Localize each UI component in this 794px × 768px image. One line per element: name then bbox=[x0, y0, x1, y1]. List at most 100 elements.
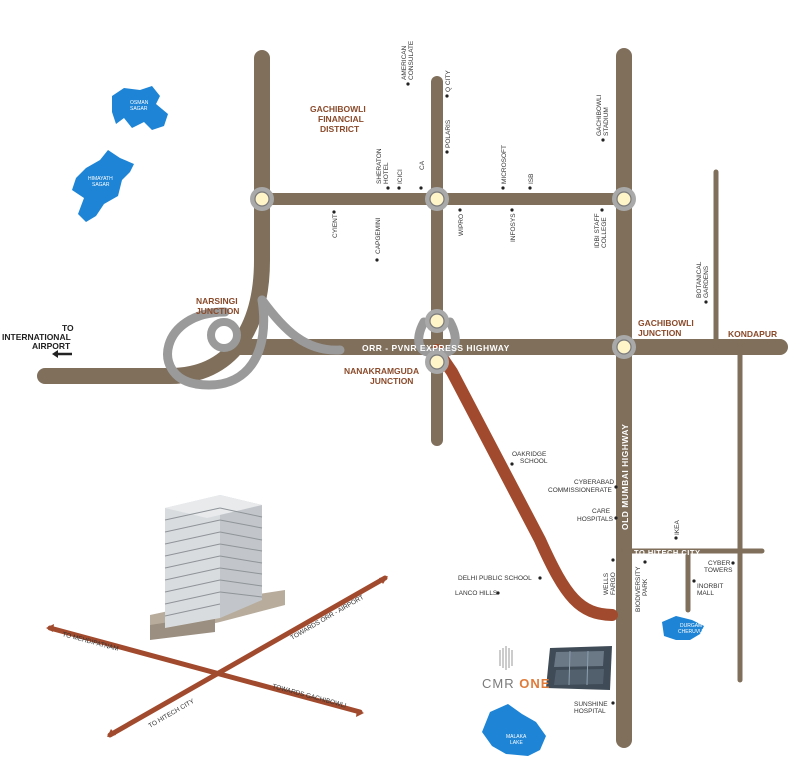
svg-text:TO: TO bbox=[62, 323, 74, 333]
svg-text:OSMAN: OSMAN bbox=[130, 100, 149, 106]
svg-text:IKEA: IKEA bbox=[674, 520, 681, 535]
svg-text:Q CITY: Q CITY bbox=[445, 70, 452, 92]
cmr-one-logo: CMR ONE bbox=[482, 646, 550, 691]
arrow-left-icon bbox=[52, 350, 58, 358]
svg-text:SAGAR: SAGAR bbox=[92, 182, 110, 188]
svg-text:MICROSOFT: MICROSOFT bbox=[501, 145, 508, 184]
junction-node-financial bbox=[425, 187, 449, 211]
cmr-one-site-photo bbox=[546, 646, 612, 690]
logo-mark-icon bbox=[499, 646, 513, 670]
svg-text:COLLEGE: COLLEGE bbox=[601, 217, 608, 248]
biodiversity-park-marker: BIODIVERSITY PARK bbox=[635, 560, 649, 612]
svg-text:BOTANICAL: BOTANICAL bbox=[696, 261, 703, 298]
svg-text:CYBER: CYBER bbox=[708, 560, 731, 567]
narsingi-junction-header: NARSINGI JUNCTION bbox=[196, 296, 239, 316]
old-mumbai-highway-label: OLD MUMBAI HIGHWAY bbox=[620, 424, 630, 530]
svg-text:ISB: ISB bbox=[528, 174, 535, 184]
svg-text:CYIENT: CYIENT bbox=[332, 214, 339, 238]
svg-text:JUNCTION: JUNCTION bbox=[638, 328, 681, 338]
svg-text:HIMAYATH: HIMAYATH bbox=[88, 176, 113, 182]
svg-text:STADIUM: STADIUM bbox=[603, 107, 610, 136]
isb-marker: ISB bbox=[528, 174, 535, 190]
svg-text:CMR ONE: CMR ONE bbox=[482, 676, 550, 691]
svg-text:ICICI: ICICI bbox=[397, 169, 404, 184]
care-hospitals-marker: CARE HOSPITALS bbox=[577, 508, 618, 523]
svg-text:MALAKA: MALAKA bbox=[506, 734, 527, 740]
inorbit-mall-marker: INORBIT MALL bbox=[692, 579, 723, 597]
osman-sagar-lake: OSMAN SAGAR bbox=[112, 86, 168, 130]
svg-text:HOSPITALS: HOSPITALS bbox=[577, 516, 614, 523]
gachibowli-stadium-marker: GACHIBOWLI STADIUM bbox=[596, 94, 610, 142]
svg-text:IDBI STAFF: IDBI STAFF bbox=[594, 213, 601, 248]
svg-text:PARK: PARK bbox=[642, 578, 649, 596]
svg-text:TOWERS: TOWERS bbox=[704, 567, 733, 574]
svg-text:FINANCIAL: FINANCIAL bbox=[318, 114, 364, 124]
financial-district-header: GACHIBOWLI FINANCIAL DISTRICT bbox=[310, 104, 366, 134]
cyient-marker: CYIENT bbox=[332, 210, 339, 238]
svg-text:GARDENS: GARDENS bbox=[703, 265, 710, 298]
svg-text:SCHOOL: SCHOOL bbox=[520, 458, 548, 465]
junction-node-nanakramguda bbox=[425, 350, 449, 374]
svg-text:FARGO: FARGO bbox=[610, 572, 617, 595]
infosys-marker: INFOSYS bbox=[510, 208, 517, 242]
icici-marker: ICICI bbox=[397, 169, 404, 190]
svg-text:LANCO HILLS: LANCO HILLS bbox=[455, 590, 498, 597]
svg-text:JUNCTION: JUNCTION bbox=[196, 306, 239, 316]
arrow-icon bbox=[379, 576, 388, 584]
wells-fargo-marker: WELLS FARGO bbox=[603, 558, 617, 595]
idbi-college-marker: IDBI STAFF COLLEGE bbox=[594, 208, 608, 248]
airport-direction: TO INTERNATIONAL AIRPORT bbox=[2, 323, 74, 358]
svg-text:NANAKRAMGUDA: NANAKRAMGUDA bbox=[344, 366, 419, 376]
svg-text:INORBIT: INORBIT bbox=[697, 583, 723, 590]
svg-text:JUNCTION: JUNCTION bbox=[370, 376, 413, 386]
delhi-public-school-marker: DELHI PUBLIC SCHOOL bbox=[458, 575, 542, 582]
svg-text:WIPRO: WIPRO bbox=[458, 214, 465, 236]
svg-text:OAKRIDGE: OAKRIDGE bbox=[512, 451, 547, 458]
q-city-marker: Q CITY bbox=[445, 70, 452, 98]
svg-text:MALL: MALL bbox=[697, 590, 714, 597]
ikea-marker: IKEA bbox=[674, 520, 681, 540]
arrow-icon bbox=[46, 624, 54, 632]
svg-text:GACHIBOWLI: GACHIBOWLI bbox=[310, 104, 366, 114]
svg-text:CA: CA bbox=[419, 160, 426, 170]
hitech-city-road-label: TO HITECH CITY bbox=[634, 548, 700, 557]
route-to-cmr-one bbox=[431, 344, 618, 621]
narsingi-interchange bbox=[163, 295, 345, 390]
svg-text:POLARIS: POLARIS bbox=[445, 119, 452, 148]
arrow-icon bbox=[107, 729, 116, 737]
cyberabad-commissionerate-marker: CYBERABAD COMMISSIONERATE bbox=[548, 479, 618, 494]
oakridge-school-marker: OAKRIDGE SCHOOL bbox=[510, 451, 548, 466]
svg-text:DURGAM: DURGAM bbox=[680, 623, 702, 629]
svg-text:DISTRICT: DISTRICT bbox=[320, 124, 360, 134]
svg-text:SUNSHINE: SUNSHINE bbox=[574, 701, 608, 708]
svg-text:INFOSYS: INFOSYS bbox=[510, 213, 517, 242]
svg-text:DELHI PUBLIC SCHOOL: DELHI PUBLIC SCHOOL bbox=[458, 575, 532, 582]
junction-node-gachibowli bbox=[612, 335, 636, 359]
svg-text:CARE: CARE bbox=[592, 508, 611, 515]
capgemini-marker: CAPGEMINI bbox=[375, 217, 382, 262]
svg-text:INTERNATIONAL: INTERNATIONAL bbox=[2, 332, 71, 342]
ca-marker: CA bbox=[419, 160, 426, 190]
gachibowli-junction-header: GACHIBOWLI JUNCTION bbox=[638, 318, 694, 338]
svg-text:CONSULATE: CONSULATE bbox=[408, 40, 415, 80]
cyber-towers-marker: CYBER TOWERS bbox=[704, 560, 735, 574]
svg-text:CHERUVU: CHERUVU bbox=[678, 629, 703, 635]
himayath-sagar-lake: HIMAYATH SAGAR bbox=[72, 150, 134, 222]
svg-text:AIRPORT: AIRPORT bbox=[32, 341, 71, 351]
svg-text:NARSINGI: NARSINGI bbox=[196, 296, 238, 306]
svg-text:SAGAR: SAGAR bbox=[130, 106, 148, 112]
durgam-cheruvu-lake: DURGAM CHERUVU bbox=[662, 616, 704, 640]
svg-text:BIODIVERSITY: BIODIVERSITY bbox=[635, 566, 642, 612]
junction-node-nanakramguda-top bbox=[425, 309, 449, 333]
svg-text:AMERICAN: AMERICAN bbox=[401, 45, 408, 80]
svg-text:LAKE: LAKE bbox=[510, 740, 523, 746]
arrow-icon bbox=[356, 709, 364, 717]
malaka-lake: MALAKA LAKE bbox=[482, 704, 546, 756]
svg-text:WELLS: WELLS bbox=[603, 572, 610, 595]
svg-text:SHERATON: SHERATON bbox=[376, 148, 383, 184]
polaris-marker: POLARIS bbox=[445, 119, 452, 154]
wipro-marker: WIPRO bbox=[458, 208, 465, 236]
sheraton-hotel-marker: SHERATON HOTEL bbox=[376, 148, 390, 190]
